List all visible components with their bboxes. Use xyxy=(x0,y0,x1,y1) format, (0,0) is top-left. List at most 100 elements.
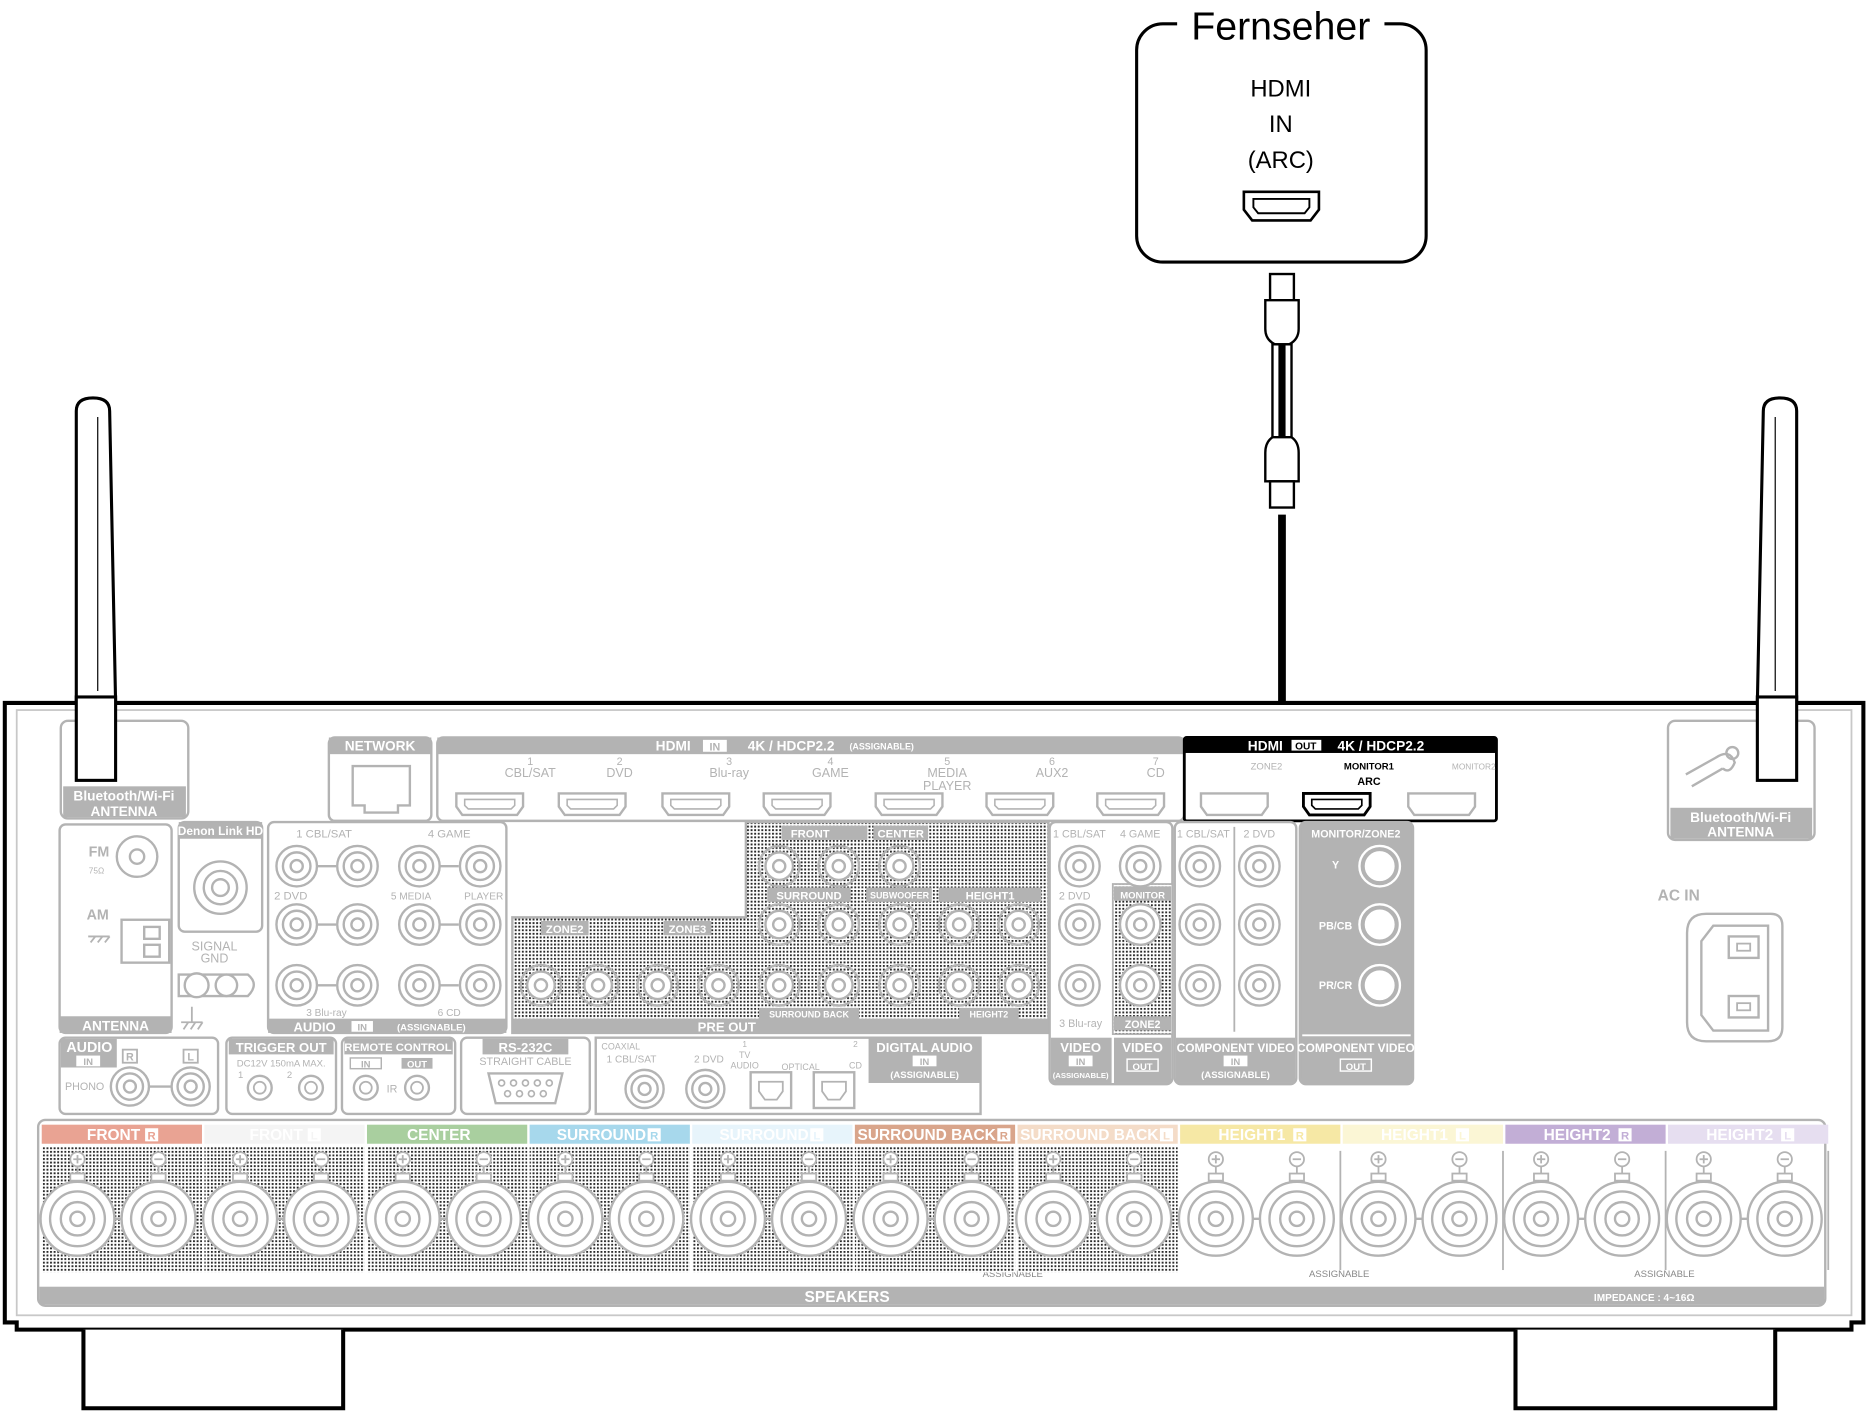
optical-label: OPTICAL xyxy=(782,1062,820,1072)
hdmi-in-port-number: 6 xyxy=(1049,756,1055,768)
rca-jack xyxy=(636,963,680,1007)
hdmi-in-panel: HDMI IN 4K / HDCP2.2 (ASSIGNABLE) 1CBL/S… xyxy=(436,736,1186,823)
component-out-badge: OUT xyxy=(1346,1062,1366,1073)
svg-text:2: 2 xyxy=(853,1039,858,1049)
rca-jack xyxy=(878,844,921,888)
audio-in-cblsat-label: 1 CBL/SAT xyxy=(296,829,352,841)
rca-jack xyxy=(1118,903,1162,946)
audio-in-bluray-label: 3 Blu-ray xyxy=(306,1008,347,1019)
component-in-label: COMPONENT VIDEO xyxy=(1177,1041,1295,1055)
svg-text:1: 1 xyxy=(238,1070,243,1081)
rca-jack xyxy=(275,844,319,888)
speaker-channel-label: SURROUND xyxy=(719,1127,808,1144)
hdmi-in-port-number: 7 xyxy=(1153,756,1159,768)
hdmi-in-spec: 4K / HDCP2.2 xyxy=(748,739,835,754)
antenna-base-right: Bluetooth/Wi-Fi ANTENNA xyxy=(1666,695,1816,842)
trigger-out: TRIGGER OUT DC12V 150mA MAX. 1 2 xyxy=(225,1036,338,1116)
coaxial-label: COAXIAL xyxy=(601,1042,640,1052)
digital-audio-panel: DIGITAL AUDIO IN (ASSIGNABLE) COAXIAL 1 … xyxy=(594,1036,982,1116)
phono-in-badge: IN xyxy=(83,1057,93,1068)
audio-in-game-label: 4 GAME xyxy=(428,829,471,841)
speaker-channel-label: CENTER xyxy=(407,1127,471,1144)
signal-gnd-terminal: SIGNAL GND xyxy=(177,940,255,1030)
rca-jack xyxy=(1237,844,1281,888)
hdmi-in-port-name: CD xyxy=(1147,766,1165,780)
ac-in-socket: AC IN xyxy=(1658,888,1784,1043)
tv-title: Fernseher xyxy=(1191,4,1370,48)
speaker-channel-side: R xyxy=(1296,1131,1304,1143)
video-cblsat-label: 1 CBL/SAT xyxy=(1053,829,1106,841)
rca-jack xyxy=(519,963,563,1007)
tv-port-label-3: (ARC) xyxy=(1248,147,1314,174)
video-in-badge: IN xyxy=(1076,1057,1086,1068)
rca-jack xyxy=(1237,903,1281,946)
pre-out-panel: PRE OUT ZONE2 ZONE3 FRONT CENTER SURROUN… xyxy=(511,820,1050,1035)
audio-in-dvd-label: 2 DVD xyxy=(274,891,307,903)
hdmi-out-spec: 4K / HDCP2.2 xyxy=(1338,739,1425,754)
pre-out-zone3-label: ZONE3 xyxy=(669,924,707,936)
pre-out-zone2-label: ZONE2 xyxy=(546,924,584,936)
gnd-label: GND xyxy=(201,952,229,966)
rca-jack xyxy=(757,963,801,1007)
left-antenna-label-2: ANTENNA xyxy=(90,804,157,819)
speakers-assignable-2: ASSIGNABLE xyxy=(1309,1269,1369,1280)
rca-jack xyxy=(817,963,861,1007)
straight-cable-label: STRAIGHT CABLE xyxy=(479,1056,571,1068)
rca-jack xyxy=(1058,903,1101,946)
antenna-block-label: ANTENNA xyxy=(82,1019,149,1034)
left-antenna-label: Bluetooth/Wi-Fi xyxy=(73,789,174,804)
hdmi-in-port-number: 2 xyxy=(617,756,623,768)
rca-jack xyxy=(997,903,1041,946)
rca-jack xyxy=(997,963,1041,1007)
component-cblsat-label: 1 CBL/SAT xyxy=(1177,829,1230,841)
remote-control: REMOTE CONTROL IN OUT IR xyxy=(340,1036,457,1116)
rca-jack xyxy=(1178,844,1222,888)
video-out-badge: OUT xyxy=(1133,1062,1153,1073)
right-antenna-label: Bluetooth/Wi-Fi xyxy=(1690,810,1791,825)
coaxial-cblsat-label: 1 CBL/SAT xyxy=(607,1055,657,1066)
rca-jack xyxy=(336,844,379,888)
video-in-label: VIDEO xyxy=(1060,1040,1101,1055)
rca-jack xyxy=(275,963,319,1007)
svg-text:2: 2 xyxy=(287,1070,292,1081)
hdmi-in-port-number: 4 xyxy=(827,756,833,768)
hdmi-in-port-name-2: PLAYER xyxy=(923,779,971,793)
hdmi-in-port-number: 5 xyxy=(944,756,950,768)
speaker-channel-side: R xyxy=(1621,1131,1629,1143)
rca-jack xyxy=(458,963,502,1007)
denon-link-hd-port: Denon Link HD xyxy=(177,820,264,933)
am-label: AM xyxy=(87,908,109,924)
hdmi-in-badge: IN xyxy=(710,742,721,754)
rca-jack xyxy=(1237,963,1281,1007)
component-in-badge: IN xyxy=(1231,1057,1241,1068)
speaker-channel-side: L xyxy=(1459,1131,1466,1143)
rca-jack xyxy=(757,844,801,888)
speaker-channel-label: SURROUND BACK xyxy=(1020,1127,1159,1144)
rca-jack xyxy=(1058,963,1101,1007)
rca-jack xyxy=(757,903,801,946)
video-zone2-label: ZONE2 xyxy=(1125,1019,1161,1031)
rca-jack xyxy=(1358,903,1402,946)
speaker-channel: CENTER xyxy=(364,1124,528,1273)
hdmi-out-zone2-port-icon xyxy=(1199,792,1269,817)
video-game-label: 4 GAME xyxy=(1120,829,1161,841)
trigger-out-label: TRIGGER OUT xyxy=(236,1040,327,1055)
speaker-channel-label: FRONT xyxy=(250,1127,304,1144)
digital-assignable-label: (ASSIGNABLE) xyxy=(890,1070,959,1081)
speakers-label: SPEAKERS xyxy=(805,1289,890,1306)
rs232c-label: RS-232C xyxy=(499,1040,553,1055)
hdmi-out-badge: OUT xyxy=(1295,741,1317,752)
remote-control-label: REMOTE CONTROL xyxy=(344,1042,451,1054)
component-out-label: COMPONENT VIDEO xyxy=(1297,1041,1415,1055)
speaker-channel-label: SURROUND xyxy=(557,1127,646,1144)
pre-out-subwoofer-label: SUBWOOFER xyxy=(870,890,930,900)
